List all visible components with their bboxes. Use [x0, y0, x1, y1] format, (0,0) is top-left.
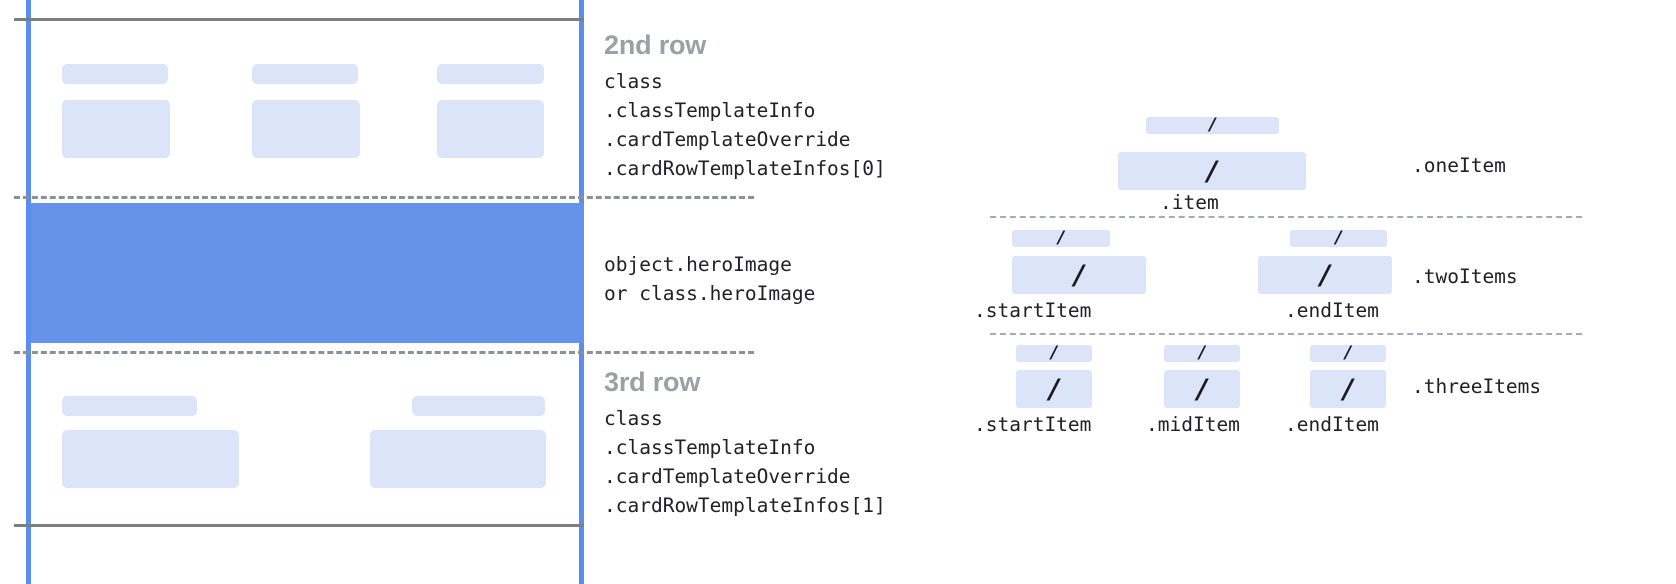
three-items-start-chip-big: /	[1016, 370, 1092, 408]
three-items-start-chip-small: /	[1016, 345, 1092, 362]
third-row-heading: 3rd row	[604, 367, 701, 397]
placeholder-label-4	[62, 396, 197, 416]
placeholder-label-1	[62, 64, 168, 84]
card-template-panel: 2nd row class .classTemplateInfo .cardTe…	[0, 0, 886, 584]
card-top-border	[14, 18, 584, 21]
two-items-start-label: .startItem	[974, 299, 1092, 322]
placeholder-label-2	[252, 64, 358, 84]
placeholder-value-4	[62, 430, 239, 488]
two-items-variant-label: .twoItems	[1412, 265, 1518, 288]
placeholder-label-5	[412, 396, 545, 416]
placeholder-value-5	[370, 430, 546, 488]
two-items-end-chip-big: /	[1258, 256, 1392, 294]
placeholder-value-1	[62, 100, 170, 158]
placeholder-value-2	[252, 100, 360, 158]
placeholder-value-3	[437, 100, 544, 158]
three-items-mid-chip-big: /	[1164, 370, 1240, 408]
second-row-annotation: 2nd row class .classTemplateInfo .cardTe…	[604, 30, 886, 183]
three-items-start-label: .startItem	[974, 413, 1092, 436]
two-items-start-chip-small: /	[1012, 230, 1110, 247]
third-row-code: class .classTemplateInfo .cardTemplateOv…	[604, 407, 886, 517]
two-items-start-chip-big: /	[1012, 256, 1146, 294]
three-items-end-chip-big: /	[1310, 370, 1386, 408]
three-items-mid-chip-small: /	[1164, 345, 1240, 362]
three-items-end-chip-small: /	[1310, 345, 1386, 362]
third-row-annotation: 3rd row class .classTemplateInfo .cardTe…	[604, 367, 886, 520]
three-items-variant-label: .threeItems	[1412, 375, 1542, 398]
hero-image-band	[31, 203, 584, 343]
placeholder-label-3	[437, 64, 544, 84]
item-separator-1	[990, 216, 1582, 218]
one-item-chip-big: /	[1118, 152, 1306, 190]
hero-image-code: object.heroImage or class.heroImage	[604, 253, 816, 305]
card-left-guide-line	[26, 0, 31, 584]
one-item-chip-small: /	[1146, 117, 1279, 134]
one-item-slot-label: .item	[1160, 191, 1219, 214]
item-separator-2	[990, 333, 1582, 335]
two-items-end-chip-small: /	[1290, 230, 1387, 247]
three-items-end-label: .endItem	[1285, 413, 1379, 436]
hero-image-annotation: object.heroImage or class.heroImage	[604, 250, 815, 308]
second-row-heading: 2nd row	[604, 30, 707, 60]
row-separator-top	[14, 196, 754, 199]
second-row-code: class .classTemplateInfo .cardTemplateOv…	[604, 70, 886, 180]
item-layout-panel: / / .item .oneItem / / .startItem / / .e…	[960, 0, 1676, 584]
two-items-end-label: .endItem	[1285, 299, 1379, 322]
three-items-mid-label: .midItem	[1146, 413, 1240, 436]
card-bottom-border	[14, 524, 584, 527]
row-separator-bottom	[14, 351, 754, 354]
one-item-variant-label: .oneItem	[1412, 154, 1506, 177]
